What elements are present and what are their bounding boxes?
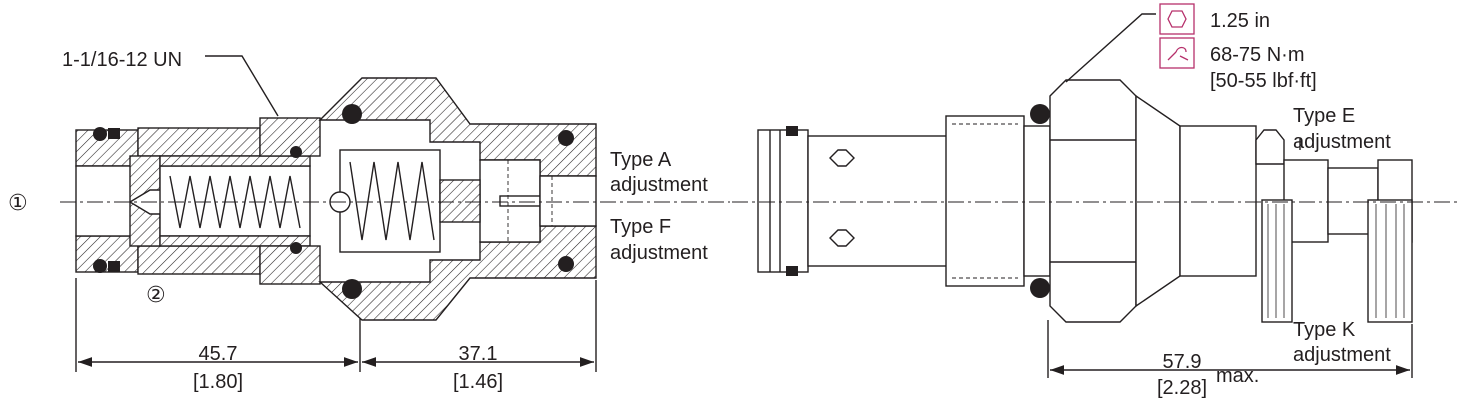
- callout-2: ②: [146, 282, 166, 307]
- type-k-knob-left: [1261, 199, 1293, 323]
- dim-3-in: [2.28]: [1157, 377, 1207, 399]
- hex-nut: [1049, 79, 1137, 323]
- callout-1: ①: [8, 190, 28, 215]
- thread-leader: [205, 55, 279, 117]
- hex-size-label: 1.25 in: [1210, 10, 1270, 32]
- type-a-label-2: adjustment: [610, 174, 708, 196]
- hex-wrench-icon: [1159, 3, 1195, 35]
- type-a-label-1: Type A: [610, 149, 672, 171]
- hex-leader: [1065, 13, 1156, 83]
- dimension-lines: [75, 278, 1413, 378]
- type-f-label-1: Type F: [610, 216, 671, 238]
- spring-right: [349, 161, 435, 241]
- type-f-label-2: adjustment: [610, 242, 708, 264]
- dim-1-in: [1.80]: [193, 371, 243, 393]
- dim-3-mm: 57.9: [1163, 351, 1202, 373]
- thread-spec-label: 1-1/16-12 UN: [62, 49, 182, 71]
- type-k-knob-right: [1367, 199, 1413, 323]
- type-e-label-1: Type E: [1293, 105, 1355, 127]
- dim-3-suffix: max.: [1216, 365, 1259, 387]
- dim-1-mm: 45.7: [199, 343, 238, 365]
- type-k-label-2: adjustment: [1293, 344, 1391, 366]
- torque-wrench-icon: [1159, 37, 1195, 69]
- external-view: [757, 79, 1413, 323]
- dim-2-mm: 37.1: [459, 343, 498, 365]
- section-view: [75, 77, 597, 321]
- o-ring-seals: [93, 104, 574, 299]
- torque-nm-label: 68-75 N·m: [1210, 44, 1304, 66]
- type-e-label-2: adjustment: [1293, 131, 1391, 153]
- dim-2-in: [1.46]: [453, 371, 503, 393]
- type-k-label-1: Type K: [1293, 319, 1356, 341]
- torque-lbf-label: [50-55 lbf·ft]: [1210, 70, 1317, 92]
